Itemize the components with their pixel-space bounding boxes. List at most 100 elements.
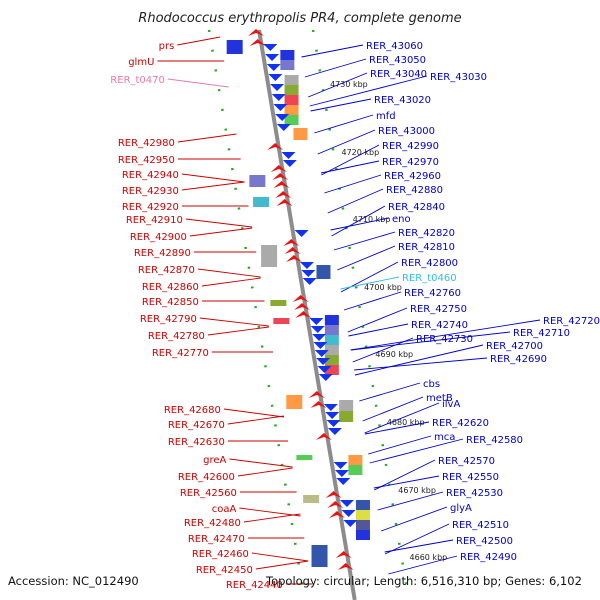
right-label-connector: [340, 276, 400, 290]
gene-block: [280, 50, 295, 60]
kbp-tick-label: 4680 kbp: [387, 418, 425, 427]
reverse-strand-arrow: [333, 462, 348, 469]
gene-block: [293, 128, 308, 140]
right-label-connector: [314, 114, 374, 134]
forward-strand-arrow: [328, 511, 345, 518]
reverse-strand-arrow: [276, 124, 291, 131]
kbp-tick-label: 4730 kbp: [330, 80, 368, 89]
right-gene-label: glyA: [450, 503, 472, 514]
accession-text: Accession: NC_012490: [8, 574, 139, 588]
right-gene-label: RER_43030: [430, 72, 487, 83]
gene-block: [261, 245, 278, 267]
gene-block: [284, 75, 299, 85]
left-label-connector: [197, 268, 261, 278]
left-gene-label: RER_42860: [142, 282, 199, 293]
gene-block: [339, 411, 354, 422]
right-label-connector: [350, 319, 541, 351]
gene-labels: prsglmURER_t0470RER_42980RER_42950RER_42…: [110, 41, 600, 591]
gene-block: [311, 545, 328, 567]
right-gene-label: RER_42510: [452, 520, 509, 531]
left-gene-label: coaA: [212, 504, 237, 515]
right-gene-label: RER_42570: [438, 456, 495, 467]
left-label-connector: [181, 181, 245, 191]
right-label-connector: [359, 382, 421, 402]
right-label-connector: [354, 344, 484, 376]
reverse-strand-arrow: [263, 44, 278, 51]
gene-block: [348, 465, 363, 475]
right-gene-label: RER_43000: [378, 126, 435, 137]
gene-block: [324, 365, 339, 375]
left-label-connector: [177, 36, 221, 46]
map-title: Rhodococcus erythropolis PR4, complete g…: [138, 11, 461, 26]
kbp-tick-label: 4670 kbp: [398, 486, 436, 495]
gene-block: [355, 510, 370, 520]
gene-block: [284, 95, 299, 105]
forward-strand-arrow: [325, 491, 342, 498]
right-label-connector: [368, 435, 432, 455]
gene-block: [284, 115, 299, 125]
gene-block: [324, 345, 339, 355]
reverse-strand-arrow: [265, 54, 280, 61]
reverse-strand-arrow: [299, 262, 314, 269]
left-gene-label: RER_42900: [130, 232, 187, 243]
gene-block: [284, 105, 299, 115]
kbp-tick-label: 4660 kbp: [410, 553, 448, 562]
reverse-strand-arrow: [273, 104, 288, 111]
gene-block: [273, 318, 290, 324]
left-label-connector: [199, 317, 269, 327]
gene-block: [226, 40, 243, 54]
reverse-strand-arrow: [270, 84, 285, 91]
gene-block: [270, 300, 287, 306]
right-label-connector: [369, 438, 464, 464]
left-gene-label: RER_42560: [180, 488, 237, 499]
gene-block: [316, 265, 331, 279]
gene-block: [324, 355, 339, 365]
reverse-strand-arrow: [339, 500, 354, 507]
reverse-strand-arrow: [336, 478, 351, 485]
reverse-strand-arrow: [302, 278, 317, 285]
right-label-connector: [324, 174, 382, 194]
gene-block: [286, 395, 303, 409]
right-gene-label: RER_42760: [404, 288, 461, 299]
reverse-strand-arrow: [310, 326, 325, 333]
gene-block: [249, 175, 266, 187]
reverse-strand-arrow: [327, 428, 342, 435]
right-gene-label: RER_43040: [370, 69, 427, 80]
right-gene-label: RER_42840: [388, 202, 445, 213]
left-label-connector: [177, 133, 237, 143]
forward-strand-arrow: [276, 199, 293, 206]
right-gene-label: RER_42880: [386, 185, 443, 196]
right-gene-label: mca: [434, 432, 455, 443]
left-strand-guide: [207, 29, 306, 600]
right-label-connector: [381, 506, 448, 532]
right-gene-label: RER_42500: [456, 536, 513, 547]
reverse-strand-arrow: [275, 114, 290, 121]
right-gene-label: RER_42970: [382, 157, 439, 168]
left-label-connector: [207, 326, 269, 336]
right-gene-label: RER_42990: [382, 141, 439, 152]
left-label-connector: [229, 458, 293, 468]
right-label-connector: [354, 357, 488, 371]
forward-strand-arrow: [337, 563, 354, 570]
right-gene-label: RER_42960: [384, 171, 441, 182]
right-label-connector: [373, 475, 440, 489]
left-gene-label: RER_42450: [196, 565, 253, 576]
reverse-strand-arrow: [268, 74, 283, 81]
reverse-strand-arrow: [325, 412, 340, 419]
gene-block: [324, 325, 339, 335]
gene-block: [280, 60, 295, 70]
left-label-connector: [251, 552, 309, 562]
left-gene-label: RER_42920: [122, 202, 179, 213]
reverse-strand-arrow: [318, 374, 333, 381]
left-gene-label: greA: [203, 455, 226, 466]
forward-strand-arrow: [270, 165, 287, 172]
gene-block: [303, 495, 320, 503]
reverse-strand-arrow: [314, 350, 329, 357]
reverse-strand-arrow: [294, 230, 309, 237]
kbp-tick-label: 4710 kbp: [353, 215, 391, 224]
right-label-connector: [384, 523, 450, 555]
forward-strand-arrow: [284, 247, 301, 254]
reverse-strand-arrow: [323, 404, 338, 411]
right-gene-label: RER_42620: [432, 418, 489, 429]
